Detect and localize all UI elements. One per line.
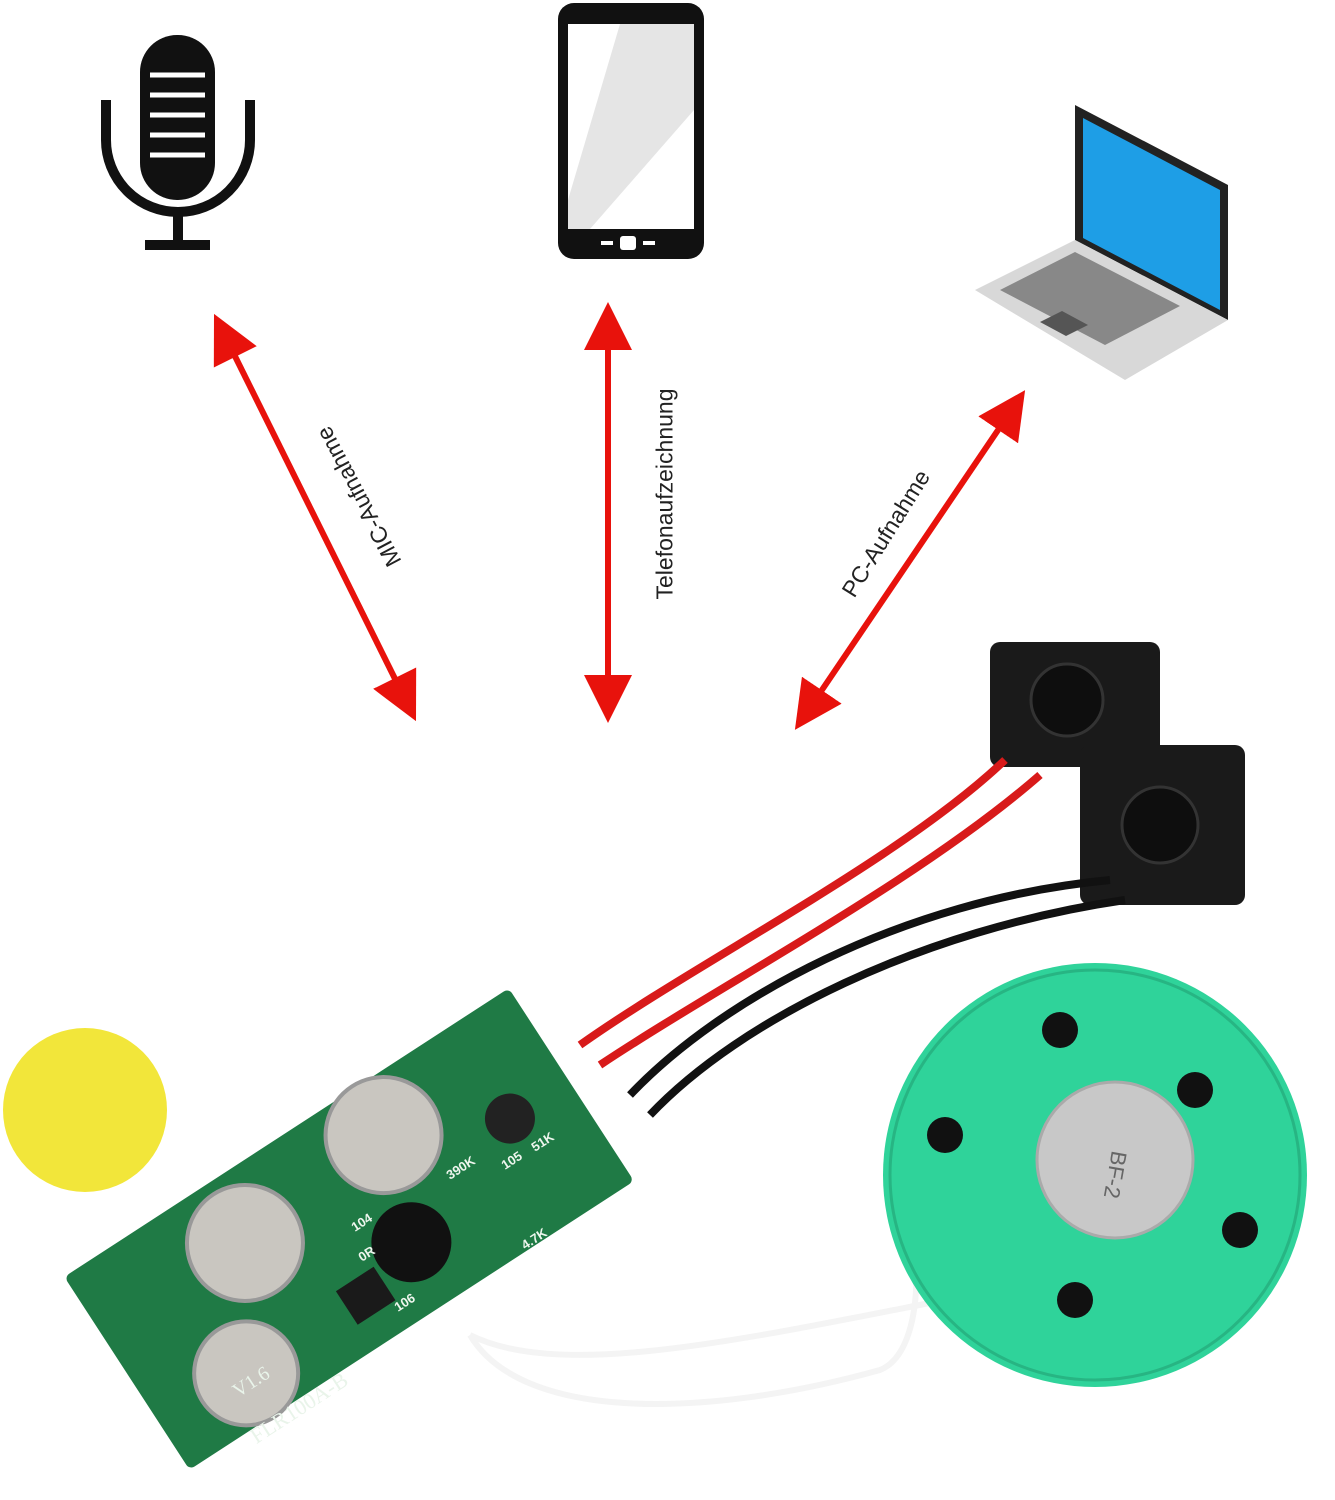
phone-recording-label: Telefonaufzeichnung xyxy=(651,388,678,600)
speaker: BF-2 xyxy=(883,963,1307,1387)
push-button xyxy=(1080,745,1245,905)
yellow-pad xyxy=(3,1028,167,1192)
mic-arrow xyxy=(213,313,417,722)
microphone-icon xyxy=(101,35,255,250)
pcb-board: FLR100A-B xyxy=(66,990,632,1468)
pc-arrow xyxy=(794,390,1026,730)
push-button xyxy=(990,642,1160,767)
smartphone-icon xyxy=(558,3,704,259)
laptop-icon xyxy=(975,105,1228,380)
